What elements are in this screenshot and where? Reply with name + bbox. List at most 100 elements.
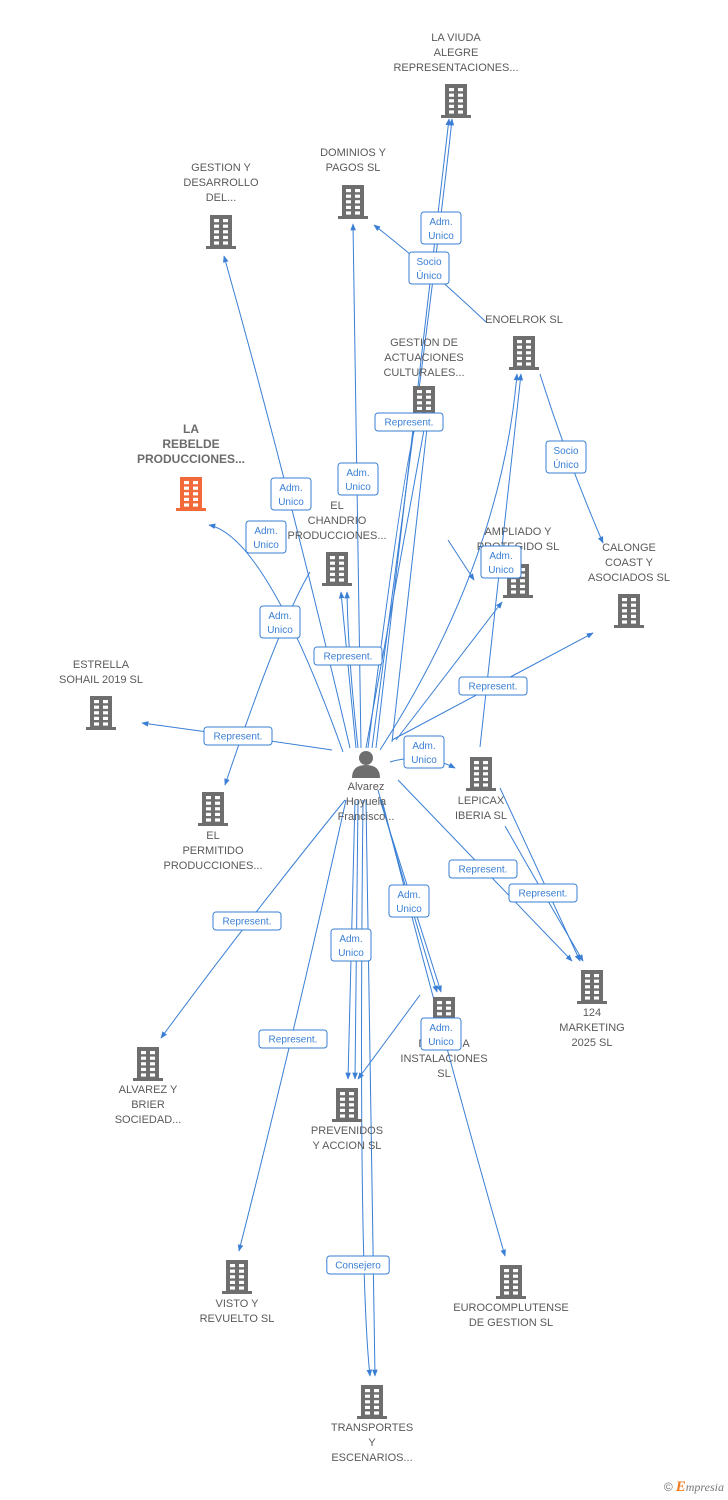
edge-label-p-gestion_des[interactable]: Adm.Unico [270,477,312,511]
edge-p-eurocomplutense [361,799,373,1377]
node-label-line: 2025 SL [572,1037,613,1049]
building-icon [496,1265,526,1299]
building-icon [86,696,116,730]
edge-p-enoelrok [379,373,520,751]
node-label-line: DE GESTION SL [469,1317,553,1329]
brand-logo-text: mpresia [685,1480,724,1494]
building-icon [198,792,228,826]
node-label-line: Hoyuela [346,796,387,808]
brand-footer: © Empresia [664,1479,724,1496]
edge-line [447,539,475,581]
edge-label-text: Represent. [223,917,272,928]
company-node-rebelde[interactable]: LAREBELDEPRODUCCIONES... [137,422,245,511]
node-label-line: Y [368,1437,376,1449]
company-node-alvarez_brier[interactable]: ALVAREZ YBRIERSOCIEDAD... [115,1047,182,1126]
node-label-line: SOHAIL 2019 SL [59,674,143,686]
company-node-permitido[interactable]: ELPERMITIDOPRODUCCIONES... [163,792,263,872]
edge-label-p-chandrio[interactable]: Represent. [313,646,383,666]
edge-label-p-visto[interactable]: Adm.Unico [420,1017,462,1051]
company-node-eurocomplutense[interactable]: EUROCOMPLUTENSE DE GESTION SL [453,1265,569,1329]
edge-label-text: Represent. [324,652,373,663]
edge-label-text: Unico [428,231,454,242]
node-label-line: CALONGE [602,542,656,554]
company-node-calonge[interactable]: CALONGE COAST Y ASOCIADOS SL [588,542,670,628]
company-node-viuda[interactable]: LA VIUDA ALEGRE REPRESENTACIONES... [393,32,519,118]
edge-label-text: Unico [267,625,293,636]
edge-line [499,787,581,962]
node-label-line: REPRESENTACIONES... [393,62,518,74]
edge-label-lepicax-marketing[interactable]: Adm.Unico [388,884,430,918]
node-label-line: ALEGRE [434,47,479,59]
node-label-line: PERMITIDO [182,845,244,857]
company-node-gestion_des[interactable]: GESTION YDESARROLLODEL... [183,162,259,249]
edge-label-p-alvarez_brier[interactable]: Adm.Unico [330,928,372,962]
person-node[interactable]: AlvarezHoyuelaFrancisco... [338,751,395,823]
edge-label-text: Represent. [214,732,263,743]
company-node-transportes[interactable]: TRANSPORTESYESCENARIOS... [331,1385,413,1464]
edge-p-estrella [224,571,311,786]
edge-label-p-rebelde[interactable]: Adm.Unico [245,520,287,554]
copyright-symbol: © [663,1480,673,1494]
node-label-line: 124 [583,1007,601,1019]
company-node-chandrio[interactable]: ELCHANDRIOPRODUCCIONES... [287,500,387,586]
edge-line [395,601,503,741]
edge-label-text: Represent. [469,682,518,693]
node-label-line: PAGOS SL [326,162,381,174]
edge-label-text: Único [553,458,579,471]
edge-label-text: Socio [416,257,441,268]
edge-label-p-marketing[interactable]: Represent. [508,883,578,903]
edge-label-p-prevenidos[interactable]: Represent. [258,1029,328,1049]
company-node-dominios[interactable]: DOMINIOS Y PAGOS SL [320,147,387,219]
node-label-line: EUROCOMPLUTENSE [453,1302,569,1314]
node-label-line: ALVAREZ Y [119,1084,178,1096]
node-label-line: REVUELTO SL [200,1313,275,1325]
node-label-line: SL [437,1068,450,1080]
company-node-gestion_act[interactable]: GESTION DEACTUACIONESCULTURALES... [383,337,465,420]
edge-label-p-eurocomplutense[interactable]: Consejero [326,1255,390,1275]
edge-label-p-enoelrok[interactable]: Adm.Unico [480,545,522,579]
node-label-line: Francisco... [338,811,395,823]
node-label-line: DEL... [206,192,237,204]
node-label-line: DOMINIOS Y [320,147,386,159]
building-icon [466,757,496,791]
edge-label-p-dominios[interactable]: Adm.Unico [337,462,379,496]
node-label-line: REBELDE [162,437,219,451]
edge-label-p-gestion_act[interactable]: Represent. [374,412,444,432]
edge-label-text: Socio [553,446,578,457]
edge-line [365,799,378,1377]
edge-label-text: Unico [411,755,437,766]
building-icon [338,185,368,219]
node-label-line: ASOCIADOS SL [588,572,670,584]
node-label-line: LA VIUDA [431,32,481,44]
edge-label-text: Consejero [335,1261,381,1272]
edge-label-p-viuda[interactable]: Adm.Unico [420,211,462,245]
edge-label-p-calonge[interactable]: Adm.Unico [403,735,445,769]
building-icon [509,336,539,370]
edge-label-text: Unico [488,565,514,576]
node-label-line: PRODUCCIONES... [137,452,245,466]
edge-label-p-lepicax[interactable]: Represent. [448,859,518,879]
building-icon [577,970,607,1004]
node-label-line: GESTION Y [191,162,251,174]
node-label-line: CHANDRIO [308,515,367,527]
edge-label-p-ampliado[interactable]: Represent. [203,726,273,746]
node-label-line: BRIER [131,1099,165,1111]
node-label-line: COAST Y [605,557,654,569]
company-node-enoelrok[interactable]: ENOELROK SL [485,314,563,370]
node-label-line: INSTALACIONES [400,1053,487,1065]
edge-label-p-permitido[interactable]: Represent. [458,676,528,696]
edge-label-p-estrella[interactable]: Adm.Unico [259,605,301,639]
edge-label-p-musinga[interactable]: Represent. [212,911,282,931]
node-label-line: ACTUACIONES [384,352,463,364]
person-icon [352,751,380,778]
edge-label-text: Unico [428,1037,454,1048]
node-label-line: ESCENARIOS... [331,1452,412,1464]
